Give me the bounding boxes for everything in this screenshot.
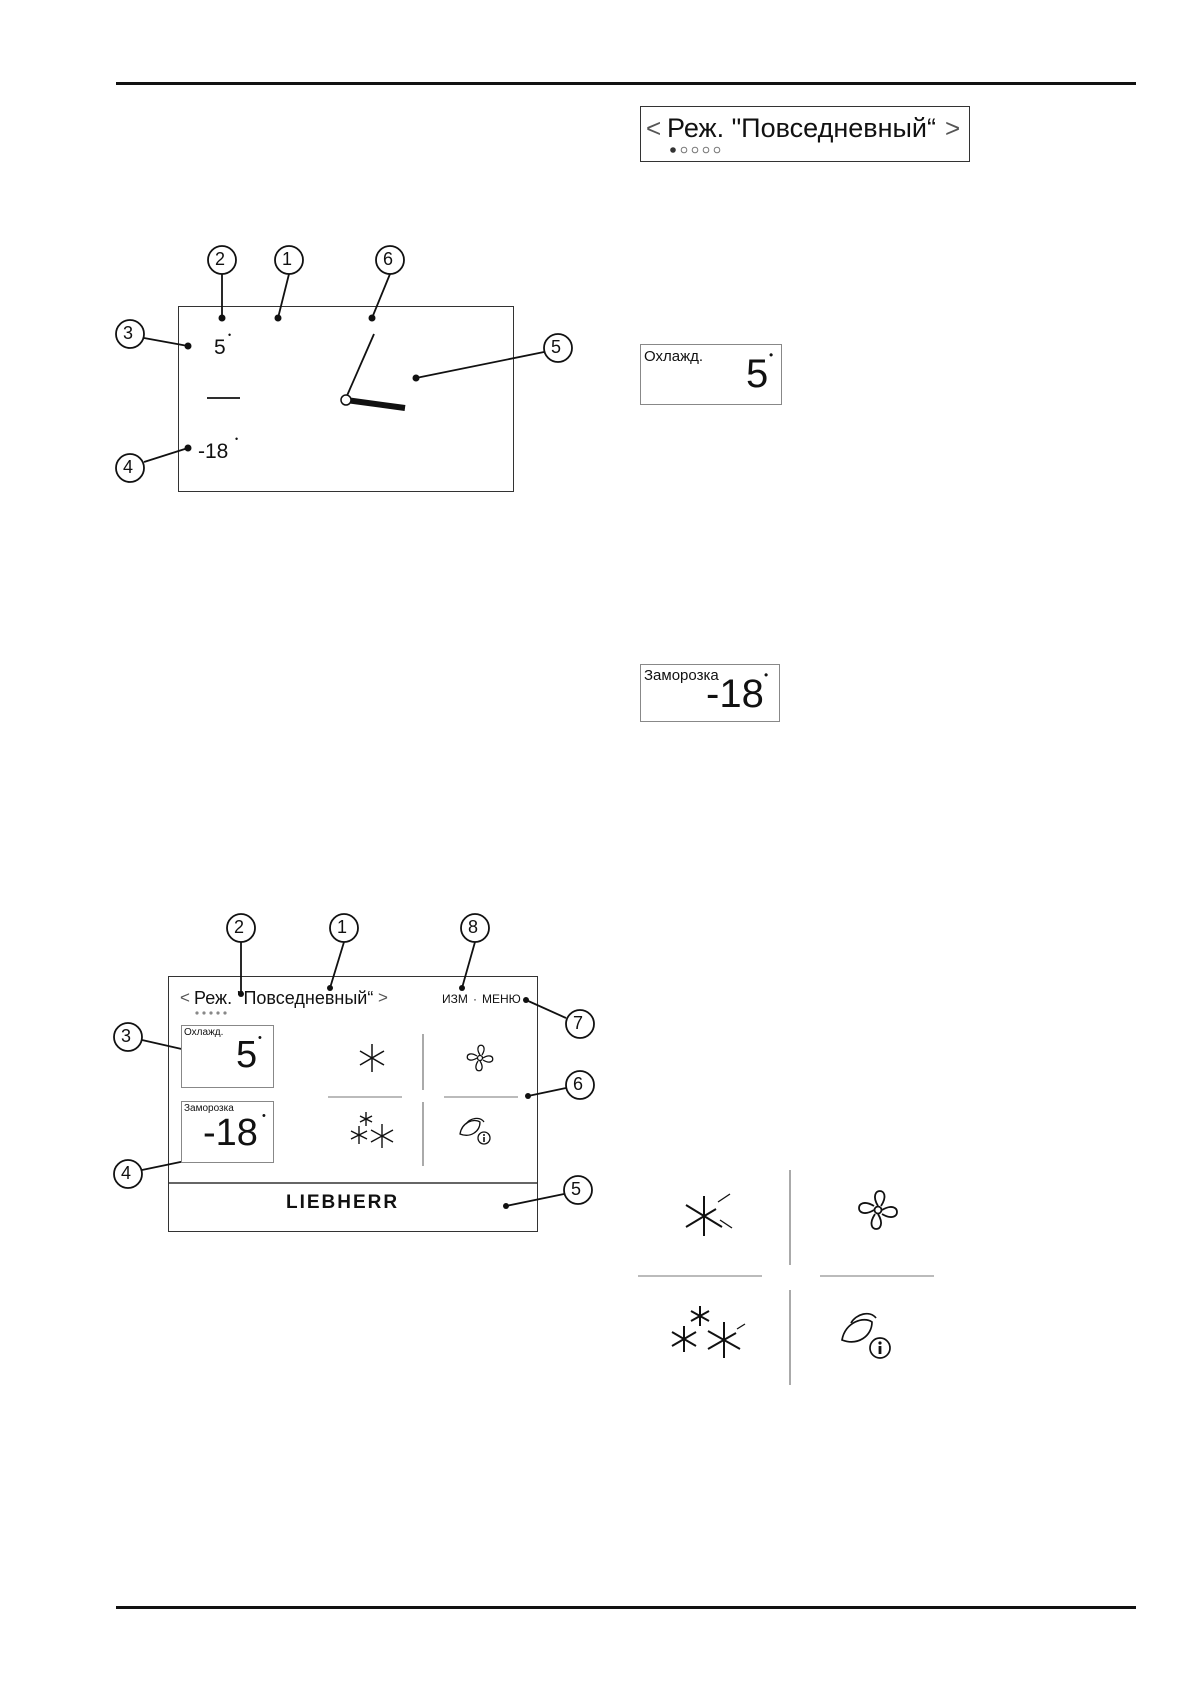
mode-indicator-sample — [640, 106, 970, 162]
callout-4: 4 — [123, 457, 134, 477]
cool-value: 5 — [746, 352, 769, 396]
callout-2: 2 — [215, 249, 226, 269]
callout-6: 6 — [383, 249, 394, 269]
mode-label-small: Реж. "Повседневный“ — [194, 988, 374, 1008]
freeze-label: Заморозка — [644, 667, 719, 684]
cool-sample — [640, 344, 782, 405]
cool-temp-schematic: 5 — [214, 336, 226, 359]
cool-value-small: 5 — [236, 1034, 258, 1076]
freeze-sample — [640, 664, 780, 722]
eco-info-icon-large — [841, 1312, 891, 1359]
freeze-label-small: Заморозка — [184, 1103, 234, 1114]
separator: · — [473, 992, 477, 1006]
callout-6: 6 — [573, 1074, 584, 1094]
freeze-tile-small — [181, 1101, 274, 1163]
callout-5: 5 — [551, 337, 562, 357]
mode-label: Реж. "Повседневный“ — [667, 113, 936, 143]
callout-7: 7 — [573, 1013, 584, 1033]
callout-1: 1 — [282, 249, 293, 269]
degree-dot: • — [262, 1110, 266, 1122]
edit-label: ИЗМ — [442, 992, 468, 1006]
callout-1: 1 — [337, 917, 348, 937]
freeze-value: -18 — [706, 672, 764, 716]
chevron-right-icon: > — [945, 113, 961, 143]
degree-dot: • — [235, 434, 239, 444]
cool-tile-small — [181, 1025, 274, 1088]
brand-logo: LIEBHERR — [286, 1192, 400, 1213]
cool-label-small: Охлажд. — [184, 1027, 224, 1038]
callout-2: 2 — [234, 917, 245, 937]
chevron-right-icon: > — [378, 988, 388, 1007]
degree-dot: • — [258, 1032, 262, 1044]
degree-dot: • — [764, 668, 769, 682]
bottom-rule — [116, 1606, 1136, 1609]
superfrost-icon-large — [671, 1306, 746, 1358]
callout-4: 4 — [121, 1163, 132, 1183]
cool-label: Охлажд. — [644, 348, 704, 365]
degree-dot: • — [769, 348, 774, 362]
chevron-left-icon: < — [180, 988, 190, 1007]
top-rule — [116, 82, 1136, 85]
fan-icon-large — [858, 1190, 898, 1230]
freeze-temp-schematic: -18 — [198, 440, 229, 463]
degree-dot: • — [228, 330, 232, 340]
callout-3: 3 — [123, 323, 134, 343]
supercool-icon-large — [685, 1193, 733, 1236]
callout-3: 3 — [121, 1026, 132, 1046]
callout-5: 5 — [571, 1179, 582, 1199]
chevron-left-icon: < — [646, 113, 662, 143]
freeze-value-small: -18 — [203, 1112, 258, 1154]
callout-8: 8 — [468, 917, 479, 937]
menu-label: МЕНЮ — [482, 992, 521, 1006]
